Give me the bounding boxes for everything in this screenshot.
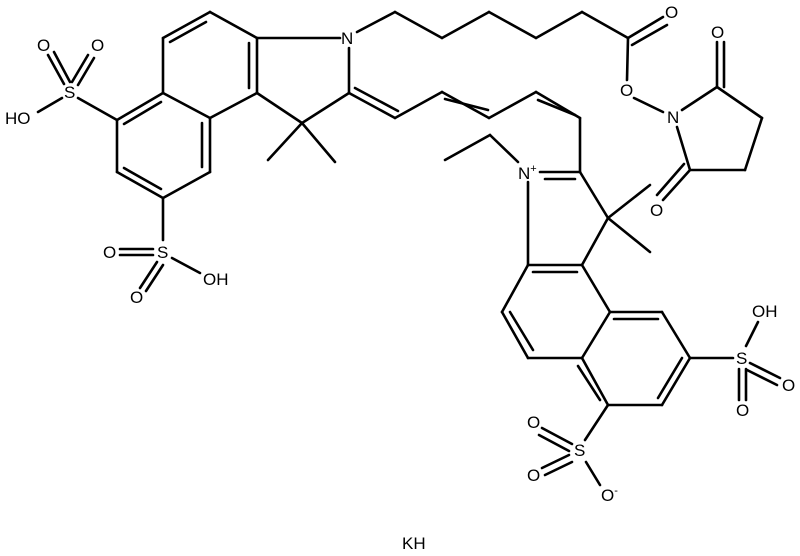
atom-labels: N N+ O O N O O S O O HO S O O OH S OH O … <box>5 3 795 553</box>
atom-label-s3-o1: O <box>782 376 795 395</box>
atom-label-o-ester: O <box>620 81 633 100</box>
atom-label-o-succ-bottom: O <box>650 201 663 220</box>
counterion-label: KH <box>402 534 426 553</box>
atom-label-s4: S <box>574 441 585 460</box>
atom-label-o-carbonyl: O <box>665 3 678 22</box>
atom-label-s1: S <box>64 83 75 102</box>
atom-label-s2-oh: OH <box>203 270 229 289</box>
atom-label-n-succinimide: N <box>667 108 679 127</box>
atom-label-s4-o1: O <box>527 413 540 432</box>
atom-label-s4-o2: O <box>527 466 540 485</box>
atom-label-o-succ-top: O <box>711 23 724 42</box>
atom-label-s3: S <box>736 349 747 368</box>
atom-label-s3-o2: O <box>736 401 749 420</box>
atom-label-s2-o2: O <box>130 288 143 307</box>
atom-label-s1-o1: O <box>37 36 50 55</box>
bonds <box>36 10 782 487</box>
atom-label-s4-o-minus: O- <box>601 485 618 505</box>
atom-label-s1-o2: O <box>91 36 104 55</box>
atom-label-s1-oh: HO <box>5 109 31 128</box>
atom-label-n1: N <box>341 29 353 48</box>
atom-label-s2-o1: O <box>103 243 116 262</box>
atom-label-s3-oh: OH <box>752 302 778 321</box>
atom-label-s2: S <box>157 243 168 262</box>
atom-label-n-plus: N+ <box>518 163 537 183</box>
